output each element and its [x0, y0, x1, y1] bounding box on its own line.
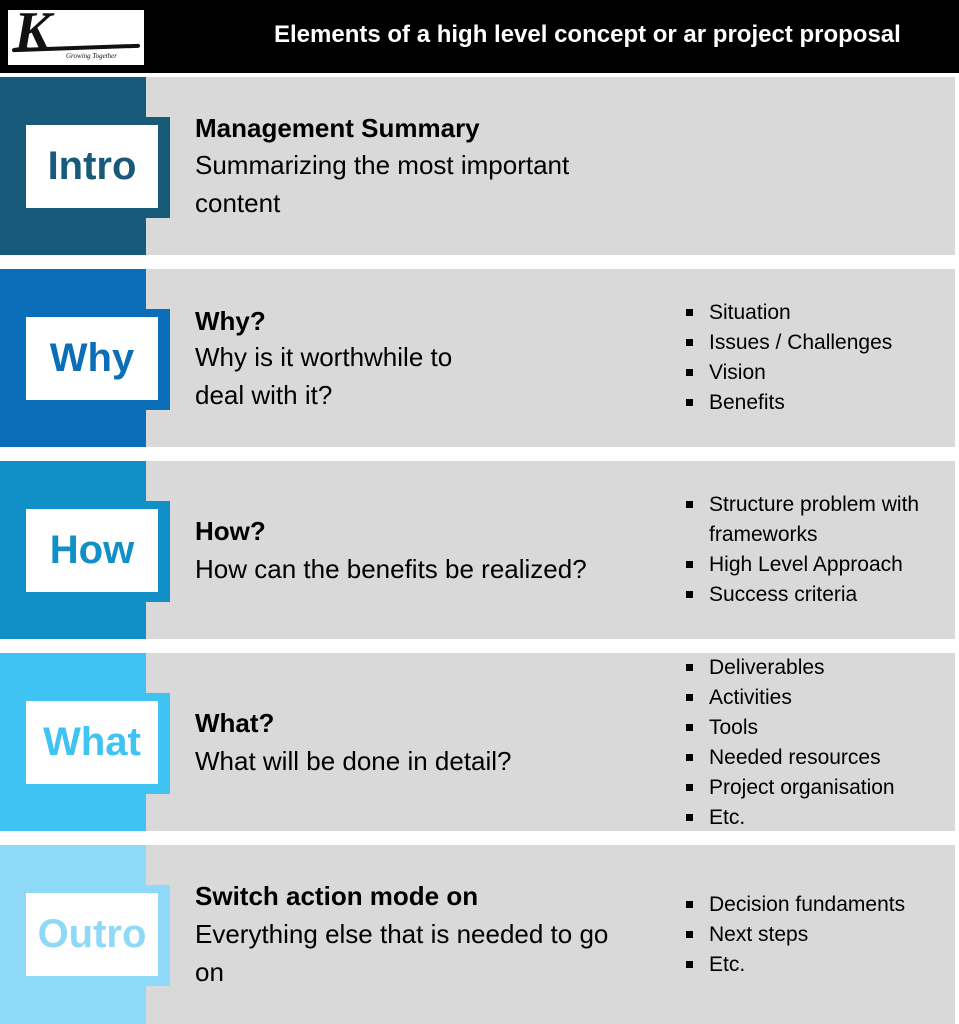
list-item: Success criteria: [684, 580, 952, 610]
list-item: Etc.: [684, 803, 952, 833]
section-heading: What?: [195, 708, 275, 738]
list-item: Deliverables: [684, 653, 952, 683]
section-label-frame: How: [18, 501, 170, 602]
list-item: Decision fundaments: [684, 890, 952, 920]
list-item: Etc.: [684, 950, 952, 980]
section-label: What: [26, 701, 158, 784]
page-title: Elements of a high level concept or ar p…: [274, 21, 901, 48]
section-description: Why is it worthwhile to deal with it?: [195, 342, 453, 410]
section-heading: Why?: [195, 306, 266, 336]
section-panel: [146, 653, 955, 831]
list-item: Tools: [684, 713, 952, 743]
section-label: Intro: [26, 125, 158, 208]
bullet-list: Structure problem with frameworks High L…: [684, 490, 952, 610]
section-label-frame: Why: [18, 309, 170, 410]
bullet-list: Deliverables Activities Tools Needed res…: [684, 653, 952, 833]
list-item: Project organisation: [684, 773, 952, 803]
section-label: Why: [26, 317, 158, 400]
section-description: What will be done in detail?: [195, 746, 512, 776]
section-how: How How? How can the benefits be realize…: [0, 461, 955, 639]
header-bar: K Growing Together Elements of a high le…: [0, 0, 959, 73]
list-item: Vision: [684, 358, 952, 388]
section-label-frame: Outro: [18, 885, 170, 986]
section-description: Summarizing the most important content: [195, 150, 570, 218]
section-heading: Switch action mode on: [195, 881, 479, 911]
section-label-frame: What: [18, 693, 170, 794]
list-item: Issues / Challenges: [684, 328, 952, 358]
section-panel: [146, 77, 955, 255]
section-heading: Management Summary: [195, 113, 480, 143]
company-logo: K Growing Together: [8, 10, 144, 65]
bullet-list: Situation Issues / Challenges Vision Ben…: [684, 298, 952, 418]
list-item: Structure problem with frameworks: [684, 490, 952, 550]
list-item: Needed resources: [684, 743, 952, 773]
section-panel: [146, 269, 955, 447]
section-panel: [146, 845, 955, 1024]
logo-tagline: Growing Together: [66, 52, 118, 60]
section-label: Outro: [26, 893, 158, 976]
section-intro: Intro Management Summary Summarizing the…: [0, 77, 955, 255]
section-panel: [146, 461, 955, 639]
section-why: Why Why? Why is it worthwhile to deal wi…: [0, 269, 955, 447]
list-item: Benefits: [684, 388, 952, 418]
list-item: Situation: [684, 298, 952, 328]
section-description: How can the benefits be realized?: [195, 554, 587, 584]
section-outro: Outro Switch action mode on Everything e…: [0, 845, 955, 1024]
list-item: Next steps: [684, 920, 952, 950]
list-item: Activities: [684, 683, 952, 713]
section-label-frame: Intro: [18, 117, 170, 218]
logo-letter: K: [14, 10, 52, 63]
section-what: What What? What will be done in detail? …: [0, 653, 955, 831]
section-heading: How?: [195, 516, 266, 546]
section-description: Everything else that is needed to go on: [195, 919, 609, 987]
bullet-list: Decision fundaments Next steps Etc.: [684, 890, 952, 980]
list-item: High Level Approach: [684, 550, 952, 580]
section-label: How: [26, 509, 158, 592]
